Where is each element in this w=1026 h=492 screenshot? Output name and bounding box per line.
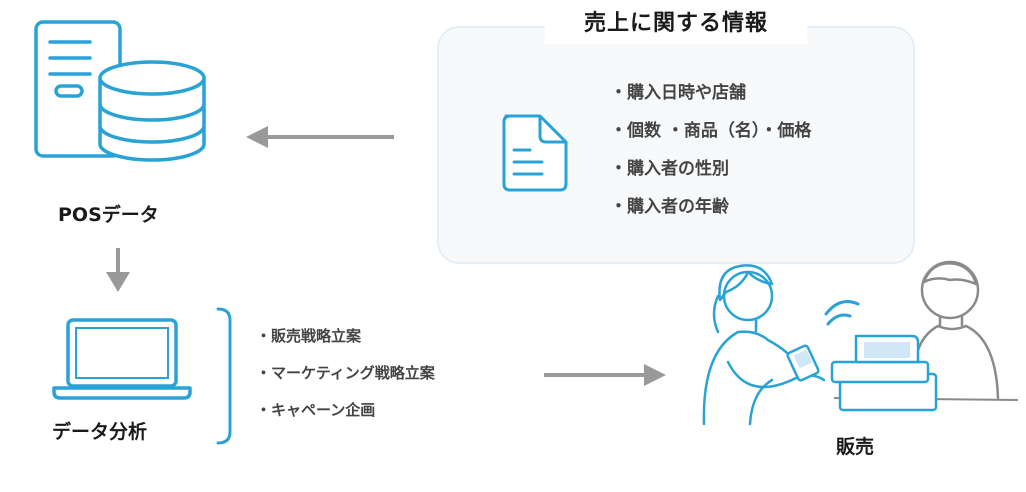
info-item-datetime-store: ・購入日時や店舗	[610, 83, 746, 103]
info-panel-list: ・購入日時や店舗 ・個数 ・商品（名）・価格 ・購入者の性別 ・購入者の年齢	[610, 82, 811, 234]
laptop-icon	[52, 318, 192, 400]
pos-register-icon	[830, 334, 938, 412]
info-panel-title: 売上に関する情報	[545, 4, 807, 44]
staff-figure	[702, 264, 826, 426]
info-item-gender: ・購入者の性別	[610, 159, 729, 179]
arrow-down-icon	[106, 248, 130, 292]
data-analysis-label: データ分析	[52, 421, 148, 443]
bracket-icon	[216, 307, 232, 445]
document-icon	[502, 114, 568, 192]
analysis-uses-list: ・販売戦略立案 ・マーケティング戦略立案 ・キャペーン企画	[256, 326, 435, 437]
arrow-left-icon	[246, 126, 394, 148]
use-item-sales-strategy: ・販売戦略立案	[256, 327, 362, 345]
use-item-marketing-strategy: ・マーケティング戦略立案	[256, 364, 435, 382]
sales-label: 販売	[836, 436, 875, 458]
arrow-right-icon	[544, 364, 666, 386]
wifi-icon	[824, 300, 860, 326]
info-item-quantity-product-price: ・個数 ・商品（名）・価格	[610, 121, 812, 141]
info-item-age: ・購入者の年齢	[610, 197, 729, 217]
customer-figure	[912, 260, 1000, 400]
use-item-campaign-planning: ・キャペーン企画	[256, 401, 376, 419]
server-database-icon	[34, 20, 206, 162]
pos-data-label: POSデータ	[58, 204, 159, 226]
sales-scene-illustration	[702, 260, 1019, 426]
